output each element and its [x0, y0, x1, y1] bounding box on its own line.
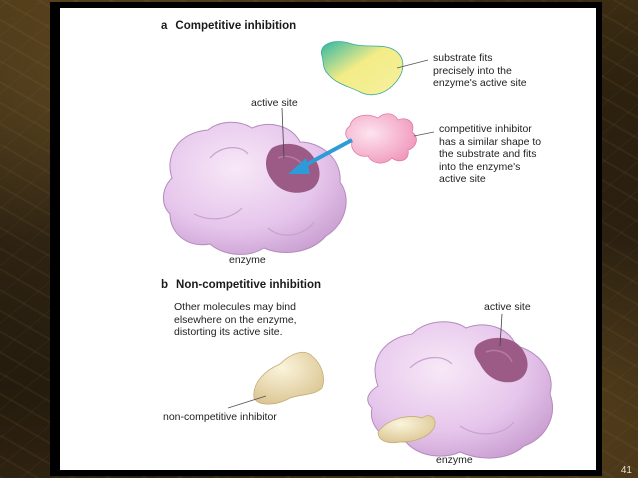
noncompetitive-inhibitor-label: non-competitive inhibitor	[163, 411, 277, 423]
diagram-art	[163, 41, 553, 459]
active-site-b	[474, 337, 528, 383]
diagram-panel: a Competitive inhibition substrate fits p…	[60, 8, 596, 470]
competitive-inhibitor-note: competitive inhibitor has a similar shap…	[439, 123, 542, 185]
enzyme-b-label: enzyme	[436, 454, 473, 466]
active-site-a	[266, 143, 320, 193]
section-b-heading: b Non-competitive inhibition	[161, 279, 321, 291]
section-a-title: Competitive inhibition	[175, 20, 297, 32]
section-b-letter: b	[161, 279, 169, 291]
substrate-leader-line	[396, 59, 429, 69]
active-site-b-label: active site	[484, 301, 531, 313]
bound-noncompetitive-inhibitor	[377, 415, 436, 444]
active-site-b-leader	[499, 313, 503, 347]
page-number: 41	[620, 465, 632, 476]
inhibitor-leader-line	[413, 131, 435, 137]
section-a-heading: a Competitive inhibition	[161, 20, 296, 32]
section-b-description: Other molecules may bind elsewhere on th…	[174, 301, 297, 338]
section-b-title: Non-competitive inhibition	[176, 279, 322, 291]
substrate-shape	[321, 41, 404, 96]
active-site-a-label: active site	[251, 97, 298, 109]
enzyme-a	[163, 121, 347, 255]
substrate-note: substrate fits precisely into the enzyme…	[433, 52, 527, 89]
noncompetitive-leader-line	[227, 395, 267, 409]
section-a-letter: a	[161, 20, 168, 32]
competitive-inhibitor-shape	[345, 113, 417, 164]
noncompetitive-inhibitor-shape	[253, 351, 324, 405]
active-site-a-leader	[281, 107, 285, 159]
enzyme-a-label: enzyme	[229, 254, 266, 266]
binding-arrow	[288, 138, 353, 174]
